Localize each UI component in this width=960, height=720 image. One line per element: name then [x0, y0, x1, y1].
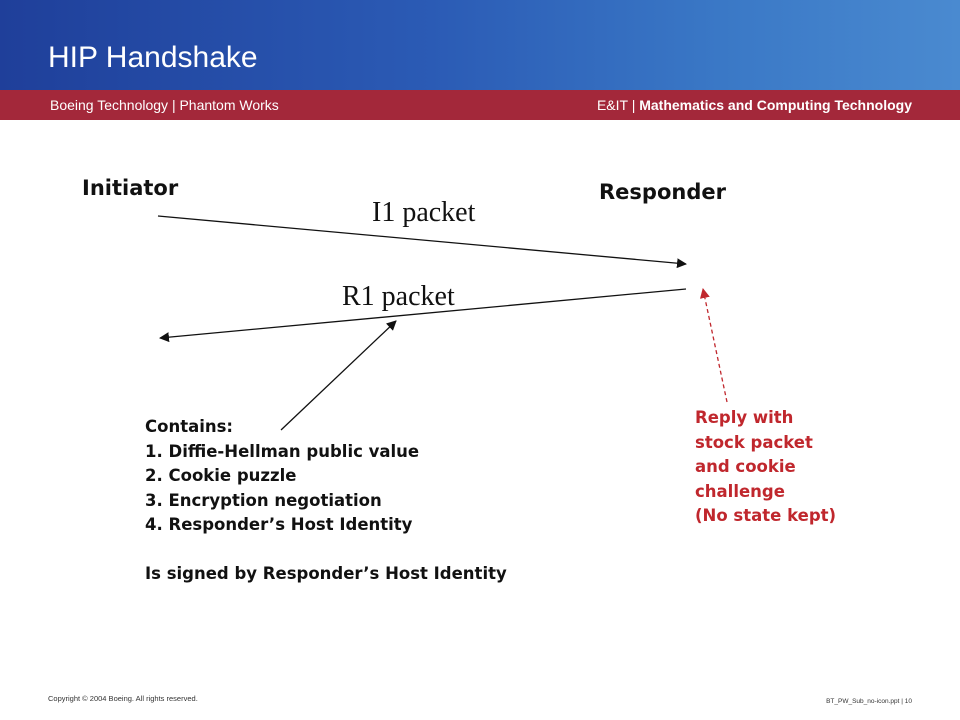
contains-pointer-arrow	[280, 320, 397, 431]
contains-item: 3. Encryption negotiation	[145, 490, 382, 510]
i1-arrow	[157, 215, 687, 269]
file-and-page: BT_PW_Sub_no-icon.ppt | 10	[826, 698, 912, 705]
copyright: Copyright © 2004 Boeing. All rights rese…	[48, 694, 198, 703]
reply-note-line: and cookie	[695, 457, 796, 476]
org-band	[0, 90, 960, 120]
signed-note: Is signed by Responder’s Host Identity	[145, 563, 507, 583]
reply-note: Reply with stock packet and cookie chall…	[695, 406, 836, 529]
division-prefix: E&IT |	[596, 97, 640, 113]
contains-spacer	[145, 538, 507, 562]
reply-note-line: (No state kept)	[695, 506, 837, 525]
contains-item: 4. Responder’s Host Identity	[145, 515, 413, 534]
responder-label: Responder	[599, 180, 726, 204]
org-name: Boeing Technology | Phantom Works	[50, 97, 279, 113]
reply-pointer-arrow	[699, 288, 728, 403]
contains-item: 1. Diffie-Hellman public value	[145, 441, 420, 461]
title-bar	[0, 0, 960, 90]
division-name: E&IT | Mathematics and Computing Technol…	[597, 96, 912, 114]
r1-packet-label: R1 packet	[342, 281, 455, 312]
i1-packet-label: I1 packet	[372, 197, 476, 228]
reply-note-line: Reply with	[695, 408, 794, 427]
contains-text: Contains: 1. Diffie-Hellman public value…	[145, 415, 507, 586]
reply-note-line: stock packet	[695, 432, 813, 452]
contains-heading: Contains:	[145, 417, 234, 436]
contains-item: 2. Cookie puzzle	[145, 466, 297, 485]
slide-title: HIP Handshake	[48, 41, 258, 74]
page-number: 10	[904, 698, 912, 705]
division-title: Mathematics and Computing Technology	[639, 97, 912, 113]
file-name: BT_PW_Sub_no-icon.ppt	[826, 698, 900, 705]
reply-note-line: challenge	[695, 481, 785, 501]
r1-arrow	[159, 288, 687, 343]
initiator-label: Initiator	[82, 176, 179, 200]
page-separator: |	[899, 698, 905, 705]
